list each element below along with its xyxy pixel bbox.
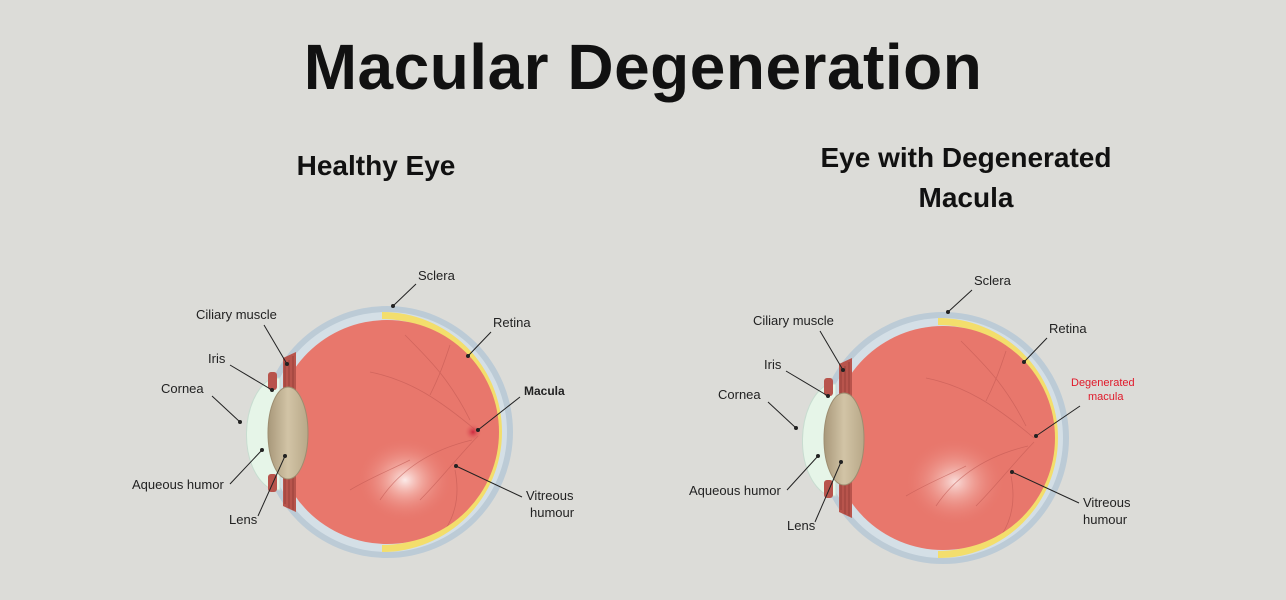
healthy-label-iris: Iris xyxy=(208,351,226,366)
healthy-eye-title: Healthy Eye xyxy=(296,150,456,181)
healthy-label-cornea: Cornea xyxy=(161,381,204,396)
degenerated-eye-title: Eye with Degenerated Macula xyxy=(780,138,1152,218)
degen-light-glow xyxy=(905,438,1005,526)
degenerated-title-line-1: Eye with Degenerated xyxy=(820,142,1112,173)
main-title: Macular Degeneration xyxy=(303,31,983,103)
degen-label-cornea: Cornea xyxy=(718,387,761,402)
healthy-macula-spot xyxy=(464,423,482,441)
degen-label-vitreous-1: Vitreous xyxy=(1083,495,1131,510)
degen-label-vitreous-2: humour xyxy=(1083,512,1128,527)
degen-lens-shape xyxy=(823,392,865,486)
degen-label-lens: Lens xyxy=(787,518,816,533)
healthy-eye xyxy=(246,306,513,558)
degen-label-degenerated-1: Degenerated xyxy=(1071,377,1135,389)
degen-iris-upper xyxy=(824,378,833,396)
healthy-label-sclera: Sclera xyxy=(418,268,456,283)
healthy-label-macula: Macula xyxy=(524,384,565,398)
degen-label-degenerated-2: macula xyxy=(1088,391,1124,403)
degenerated-title-line-2: Macula xyxy=(918,182,1014,213)
degen-label-iris: Iris xyxy=(764,357,782,372)
degen-label-sclera: Sclera xyxy=(974,273,1012,288)
degenerated-eye xyxy=(802,312,1069,564)
degen-label-aqueous: Aqueous humor xyxy=(689,483,781,498)
degen-label-ciliary: Ciliary muscle xyxy=(753,313,834,328)
degen-label-retina: Retina xyxy=(1049,321,1087,336)
healthy-iris-upper xyxy=(268,372,277,390)
healthy-light-glow xyxy=(357,438,453,522)
healthy-label-vitreous-1: Vitreous xyxy=(526,488,574,503)
healthy-label-retina: Retina xyxy=(493,315,531,330)
degen-blood-vessels xyxy=(905,340,1035,537)
healthy-label-ciliary: Ciliary muscle xyxy=(196,307,277,322)
healthy-blood-vessels xyxy=(349,334,479,531)
healthy-lens-shape xyxy=(267,386,309,480)
healthy-labels: Sclera Ciliary muscle Retina Iris Cornea… xyxy=(132,268,575,527)
healthy-label-vitreous-2: humour xyxy=(530,505,575,520)
healthy-label-aqueous: Aqueous humor xyxy=(132,477,224,492)
healthy-label-lens: Lens xyxy=(229,512,258,527)
degenerated-labels: Sclera Ciliary muscle Retina Iris Cornea… xyxy=(689,273,1135,533)
